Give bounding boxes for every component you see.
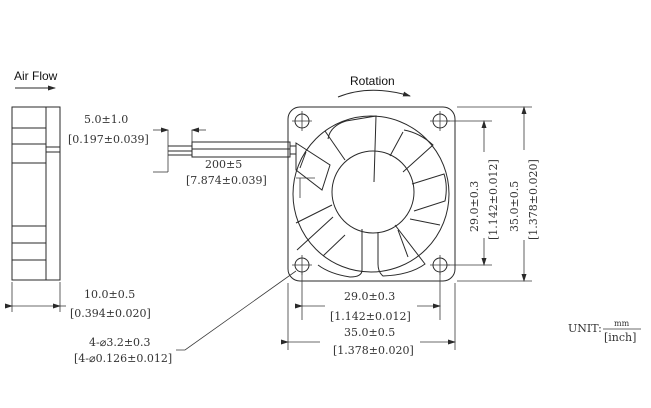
rotation-label: Rotation (350, 74, 395, 88)
fan-frame (287, 106, 456, 282)
strip-length-mm: 5.0±1.0 (84, 113, 128, 126)
height-in: [1.378±0.020] (527, 159, 540, 240)
hole-spacing-v-mm: 29.0±0.3 (468, 181, 481, 232)
rotation-arrow-icon (337, 89, 411, 98)
fan-opening (292, 115, 450, 273)
thickness-in: [0.394±0.020] (70, 307, 151, 320)
mounting-hole-icon (292, 111, 312, 131)
fan-hub (331, 150, 415, 234)
hole-spacing-h-mm: 29.0±0.3 (344, 290, 395, 303)
width-mm: 35.0±0.5 (344, 326, 395, 339)
airflow-label: Air Flow (14, 69, 58, 83)
hole-spacing-v-in: [1.142±0.012] (487, 159, 500, 240)
strip-length-in: [0.197±0.039] (68, 133, 149, 146)
side-body (11, 106, 61, 281)
thickness-mm: 10.0±0.5 (84, 288, 135, 301)
front-view: Rotation (74, 74, 540, 365)
unit-denominator: [inch] (604, 331, 636, 344)
height-mm: 35.0±0.5 (508, 181, 521, 232)
holes-in: [4-⌀0.126±0.012] (74, 352, 172, 365)
unit-label: UNIT: (568, 322, 602, 335)
lead-wires: 5.0±1.0 [0.197±0.039] 200±5 [7.874±0.039… (68, 113, 297, 187)
fan-blades (295, 115, 447, 278)
unit-numerator: mm (614, 319, 630, 328)
hole-spacing-h-in: [1.142±0.012] (330, 310, 411, 323)
holes-mm: 4-⌀3.2±0.3 (89, 336, 151, 349)
hole-leader (176, 270, 297, 351)
side-view: Air Flow 10.0±0.5 [0.394±0.020] (5, 69, 151, 320)
lead-length-mm: 200±5 (205, 158, 242, 171)
lead-length-in: [7.874±0.039] (186, 174, 267, 187)
wire-channel (295, 142, 331, 191)
width-in: [1.378±0.020] (333, 344, 414, 357)
unit-legend: UNIT: mm [inch] (568, 319, 641, 344)
